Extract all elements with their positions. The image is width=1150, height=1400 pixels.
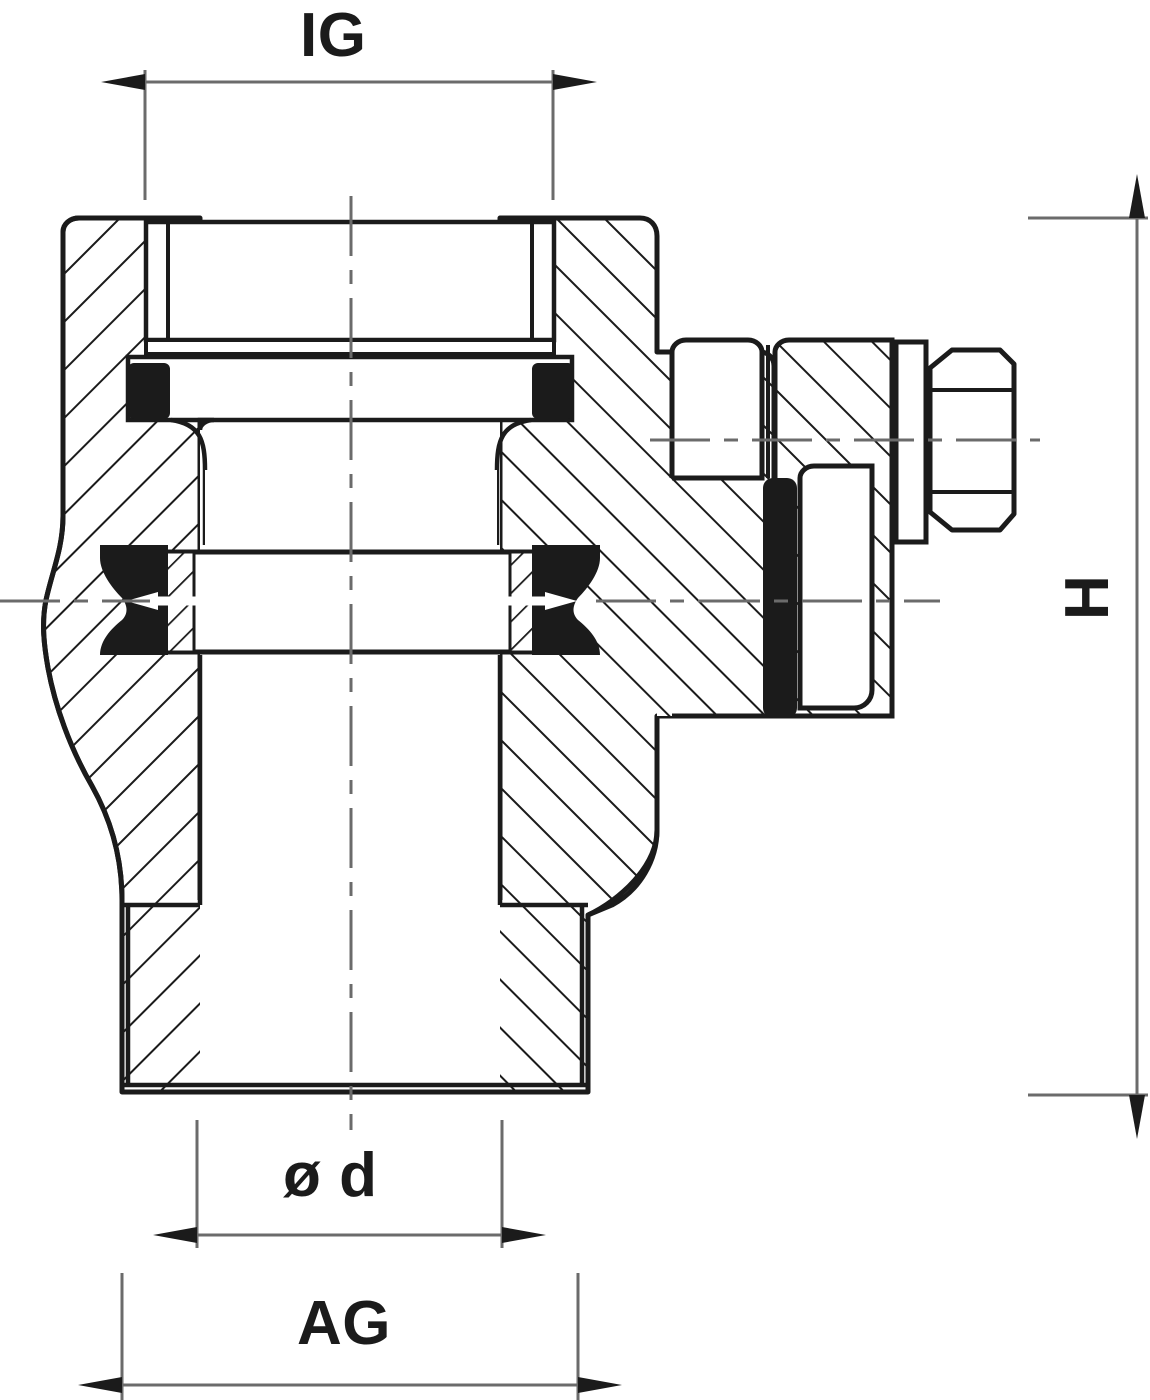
- centerlines: [0, 196, 1040, 1130]
- dimension-od: [153, 1120, 546, 1248]
- spigot-left-wall: [122, 900, 200, 1092]
- dimension-label-ig: IG: [300, 1, 367, 70]
- dimension-ig: [101, 70, 597, 200]
- bore-shoulders: [197, 417, 215, 431]
- dimension-h: [1028, 174, 1148, 1139]
- upper-oring-seal-left: [128, 363, 170, 419]
- upper-oring-seal-right: [532, 363, 574, 419]
- bore-shoulder-strokes: [170, 417, 532, 545]
- spigot-steps: [122, 655, 588, 1088]
- dimension-label-h: H: [1053, 574, 1122, 620]
- spigot-right-wall: [500, 900, 588, 1092]
- branch-flat-gasket: [763, 478, 797, 718]
- dimension-label-ag: AG: [297, 1289, 391, 1358]
- outline-strokes: [41, 215, 660, 1095]
- washer: [893, 339, 929, 545]
- dimension-ag: [78, 1273, 622, 1400]
- upper-seals: [128, 363, 574, 419]
- dimension-label-od: ø d: [283, 1141, 378, 1210]
- branch-boss: [657, 337, 895, 719]
